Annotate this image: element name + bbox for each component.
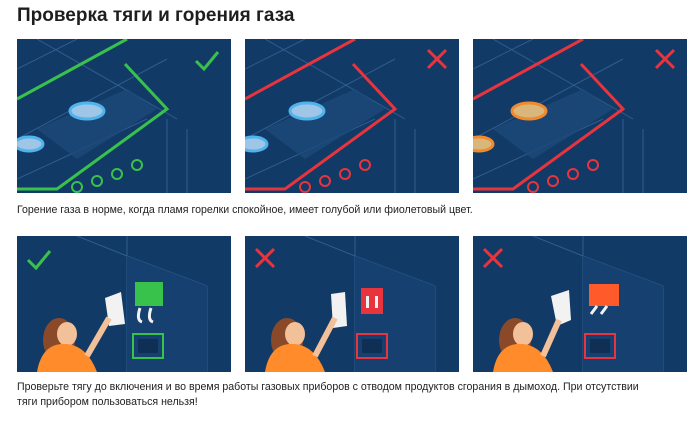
cross-icon (426, 48, 448, 70)
ok-icon (194, 51, 220, 72)
ok-icon (26, 250, 52, 271)
cross-icon (654, 48, 676, 70)
page-title: Проверка тяги и горения газа (17, 5, 295, 26)
caption-flame: Горение газа в норме, когда пламя горелк… (17, 204, 473, 216)
draft-panel-normal (17, 236, 231, 372)
stove-panel-orange-flame (473, 39, 687, 193)
caption-draft-line-1: Проверьте тягу до включения и во время р… (17, 381, 639, 393)
cross-icon (254, 247, 276, 269)
caption-draft-line-2: тяги прибором пользоваться нельзя! (17, 396, 198, 408)
draft-panel-no-draft (245, 236, 459, 372)
cross-icon (482, 247, 504, 269)
stove-panel-no-draft (245, 39, 459, 193)
caption-draft: Проверьте тягу до включения и во время р… (17, 380, 687, 410)
draft-panel-reverse-draft (473, 236, 687, 372)
stove-panel-normal (17, 39, 231, 193)
